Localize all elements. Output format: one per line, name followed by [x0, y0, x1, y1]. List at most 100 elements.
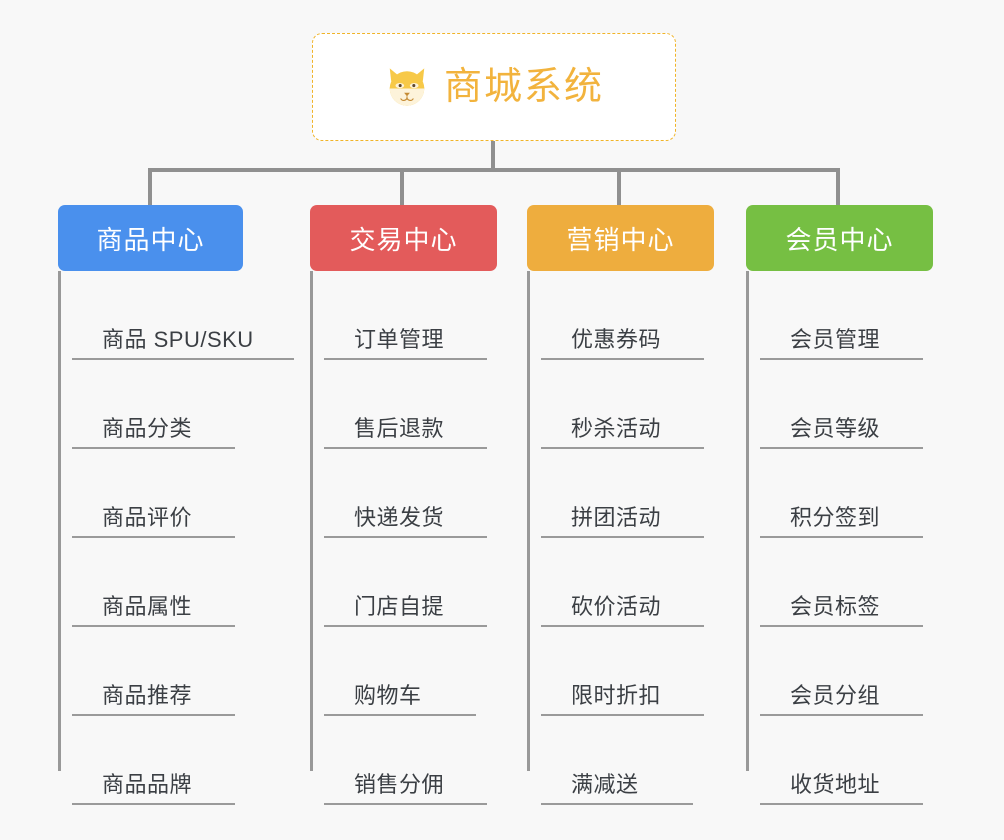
- connector-drop-1: [148, 168, 152, 205]
- leaf-underline: [760, 358, 923, 360]
- leaf-list-marketing-center: 优惠券码 秒杀活动 拼团活动 砍价活动 限时折扣 满减送: [527, 271, 757, 805]
- leaf-underline: [324, 358, 487, 360]
- branch-rail: [527, 271, 530, 771]
- leaf-label: 会员标签: [790, 593, 881, 619]
- category-header-product-center[interactable]: 商品中心: [58, 205, 243, 271]
- category-label: 商品中心: [96, 224, 205, 255]
- leaf-underline: [760, 536, 923, 538]
- list-item[interactable]: 订单管理: [324, 271, 540, 360]
- category-header-member-center[interactable]: 会员中心: [746, 205, 933, 271]
- leaf-underline: [72, 536, 235, 538]
- leaf-underline: [72, 625, 235, 627]
- leaf-label: 门店自提: [354, 593, 445, 619]
- shiba-dog-icon: [389, 68, 425, 106]
- category-label: 营销中心: [566, 224, 675, 255]
- leaf-label: 砍价活动: [571, 593, 662, 619]
- list-item[interactable]: 砍价活动: [541, 538, 757, 627]
- leaf-list-product-center: 商品 SPU/SKU 商品分类 商品评价 商品属性 商品推荐 商品品牌: [58, 271, 294, 805]
- branch-product-center: 商品中心 商品 SPU/SKU 商品分类 商品评价 商品属性 商品推荐: [58, 205, 294, 805]
- list-item[interactable]: 会员管理: [760, 271, 976, 360]
- list-item[interactable]: 门店自提: [324, 538, 540, 627]
- leaf-label: 商品推荐: [102, 682, 193, 708]
- list-item[interactable]: 优惠券码: [541, 271, 757, 360]
- category-label: 交易中心: [349, 224, 458, 255]
- leaf-label: 拼团活动: [571, 504, 662, 530]
- leaf-underline: [760, 625, 923, 627]
- leaf-underline: [324, 447, 487, 449]
- leaf-label: 销售分佣: [354, 771, 445, 797]
- leaf-underline: [324, 714, 476, 716]
- list-item[interactable]: 会员分组: [760, 627, 976, 716]
- branch-marketing-center: 营销中心 优惠券码 秒杀活动 拼团活动 砍价活动 限时折扣: [527, 205, 757, 805]
- leaf-underline: [541, 714, 704, 716]
- list-item[interactable]: 收货地址: [760, 716, 976, 805]
- leaf-underline: [72, 447, 235, 449]
- category-header-marketing-center[interactable]: 营销中心: [527, 205, 714, 271]
- leaf-underline: [324, 536, 487, 538]
- leaf-underline: [72, 358, 294, 360]
- list-item[interactable]: 商品 SPU/SKU: [72, 271, 294, 360]
- leaf-underline: [541, 625, 704, 627]
- leaf-label: 快递发货: [354, 504, 445, 530]
- leaf-underline: [760, 447, 923, 449]
- leaf-label: 优惠券码: [571, 326, 662, 352]
- leaf-underline: [541, 358, 704, 360]
- connector-horizontal-bar: [148, 168, 840, 172]
- leaf-underline: [760, 803, 923, 805]
- root-node[interactable]: 商城系统: [312, 33, 676, 141]
- leaf-underline: [324, 803, 487, 805]
- leaf-label: 购物车: [354, 682, 422, 708]
- leaf-label: 收货地址: [790, 771, 881, 797]
- leaf-list-member-center: 会员管理 会员等级 积分签到 会员标签 会员分组 收货地址: [746, 271, 976, 805]
- leaf-label: 秒杀活动: [571, 415, 662, 441]
- leaf-label: 限时折扣: [571, 682, 662, 708]
- leaf-label: 商品分类: [102, 415, 193, 441]
- leaf-underline: [541, 803, 693, 805]
- list-item[interactable]: 秒杀活动: [541, 360, 757, 449]
- connector-drop-3: [617, 168, 621, 205]
- leaf-underline: [541, 536, 704, 538]
- connector-drop-2: [400, 168, 404, 205]
- leaf-list-trade-center: 订单管理 售后退款 快递发货 门店自提 购物车 销售分佣: [310, 271, 540, 805]
- leaf-label: 会员分组: [790, 682, 881, 708]
- leaf-label: 会员等级: [790, 415, 881, 441]
- list-item[interactable]: 销售分佣: [324, 716, 540, 805]
- list-item[interactable]: 购物车: [324, 627, 540, 716]
- branch-rail: [58, 271, 61, 771]
- branch-rail: [310, 271, 313, 771]
- leaf-label: 订单管理: [354, 326, 445, 352]
- leaf-label: 售后退款: [354, 415, 445, 441]
- list-item[interactable]: 售后退款: [324, 360, 540, 449]
- leaf-label: 商品属性: [102, 593, 193, 619]
- branch-trade-center: 交易中心 订单管理 售后退款 快递发货 门店自提 购物车: [310, 205, 540, 805]
- list-item[interactable]: 限时折扣: [541, 627, 757, 716]
- list-item[interactable]: 商品属性: [72, 538, 288, 627]
- list-item[interactable]: 会员等级: [760, 360, 976, 449]
- list-item[interactable]: 商品分类: [72, 360, 288, 449]
- leaf-label: 满减送: [571, 771, 639, 797]
- leaf-label: 会员管理: [790, 326, 881, 352]
- list-item[interactable]: 商品品牌: [72, 716, 288, 805]
- list-item[interactable]: 积分签到: [760, 449, 976, 538]
- leaf-underline: [324, 625, 487, 627]
- list-item[interactable]: 商品评价: [72, 449, 288, 538]
- category-header-trade-center[interactable]: 交易中心: [310, 205, 497, 271]
- leaf-underline: [541, 447, 704, 449]
- list-item[interactable]: 拼团活动: [541, 449, 757, 538]
- list-item[interactable]: 会员标签: [760, 538, 976, 627]
- leaf-label: 商品评价: [102, 504, 193, 530]
- list-item[interactable]: 快递发货: [324, 449, 540, 538]
- connector-root-stem: [491, 141, 495, 170]
- category-label: 会员中心: [785, 224, 894, 255]
- leaf-underline: [760, 714, 923, 716]
- branch-rail: [746, 271, 749, 771]
- leaf-underline: [72, 714, 235, 716]
- root-title: 商城系统: [443, 66, 604, 108]
- leaf-underline: [72, 803, 235, 805]
- connector-drop-4: [836, 168, 840, 205]
- leaf-label: 积分签到: [790, 504, 881, 530]
- list-item[interactable]: 商品推荐: [72, 627, 288, 716]
- list-item[interactable]: 满减送: [541, 716, 757, 805]
- leaf-label: 商品品牌: [102, 771, 193, 797]
